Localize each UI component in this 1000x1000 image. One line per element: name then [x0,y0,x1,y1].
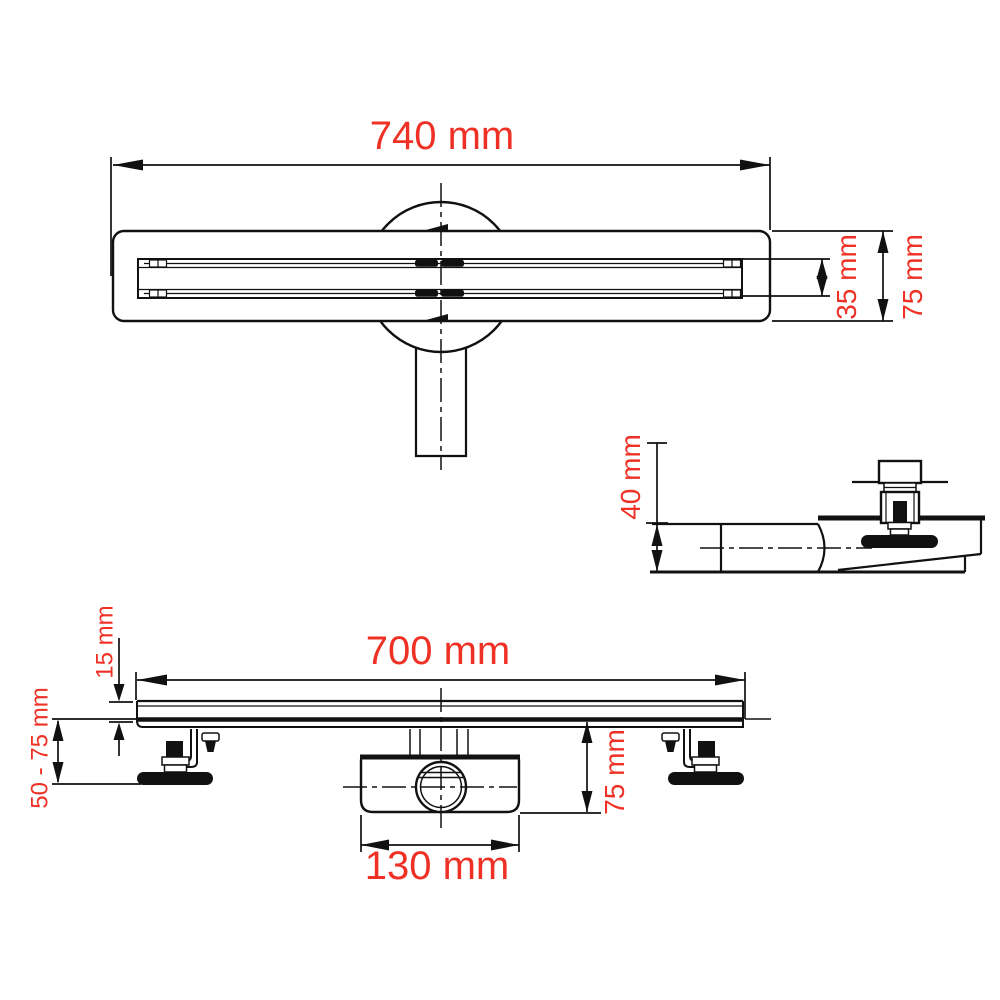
foot-clip-housing [201,732,220,742]
top-view-grate-frame [137,258,743,299]
dimension-75mm-top: 75 mm [772,230,928,322]
dimension-40mm: 40 mm [615,434,668,572]
dim-label-75mm-top: 75 mm [897,234,928,320]
grate-clip-left-top [148,259,168,268]
dimension-75mm-front: 75 mm [520,722,630,815]
grate-clip-right-bottom [722,289,742,298]
side-view-adjustable-foot [852,459,948,548]
foot-nut-lower [889,528,910,536]
dim-label-35mm: 35 mm [831,234,862,320]
dimension-50-75mm: 50 - 75 mm [26,687,141,809]
grate-clip-left-bottom [148,289,168,298]
trap-connector-tubes [409,729,469,755]
side-view [650,459,985,574]
front-view-right-foot [661,728,745,786]
dimension-130mm: 130 mm [360,815,520,888]
dimension-15mm: 15 mm [91,605,133,756]
dimension-700mm: 700 mm [135,629,746,719]
foot-nut-lower [163,764,188,773]
front-view-channel-body [136,701,744,728]
section-mark-top [426,224,448,230]
foot-screw-head [166,741,183,757]
foot-disc [137,772,213,785]
grate-center-clips [415,259,464,297]
dim-label-15mm: 15 mm [91,605,118,678]
side-view-body-outline [837,520,983,572]
top-view-grate-slots [139,262,741,295]
foot-threaded-rod [893,501,907,522]
foot-clip [205,741,216,752]
grate-clip-right-top [722,259,742,268]
dim-label-740mm: 740 mm [370,114,515,158]
section-mark-bottom [426,314,448,320]
dim-label-75mm-front: 75 mm [599,729,630,815]
foot-disc [861,535,938,548]
foot-nut-upper [887,521,912,530]
dim-label-50-75mm: 50 - 75 mm [26,687,53,808]
foot-nut-upper [161,756,190,766]
front-view-left-foot [137,729,220,785]
foot-square-head [877,459,923,485]
dim-label-700mm: 700 mm [366,629,511,673]
front-view [136,688,771,828]
dim-label-40mm: 40 mm [615,434,646,520]
top-view [111,183,772,470]
dimension-35mm: 35 mm [743,234,862,320]
siphon-trap [343,688,521,828]
dimension-740mm: 740 mm [110,114,771,276]
dim-label-130mm: 130 mm [365,844,510,888]
